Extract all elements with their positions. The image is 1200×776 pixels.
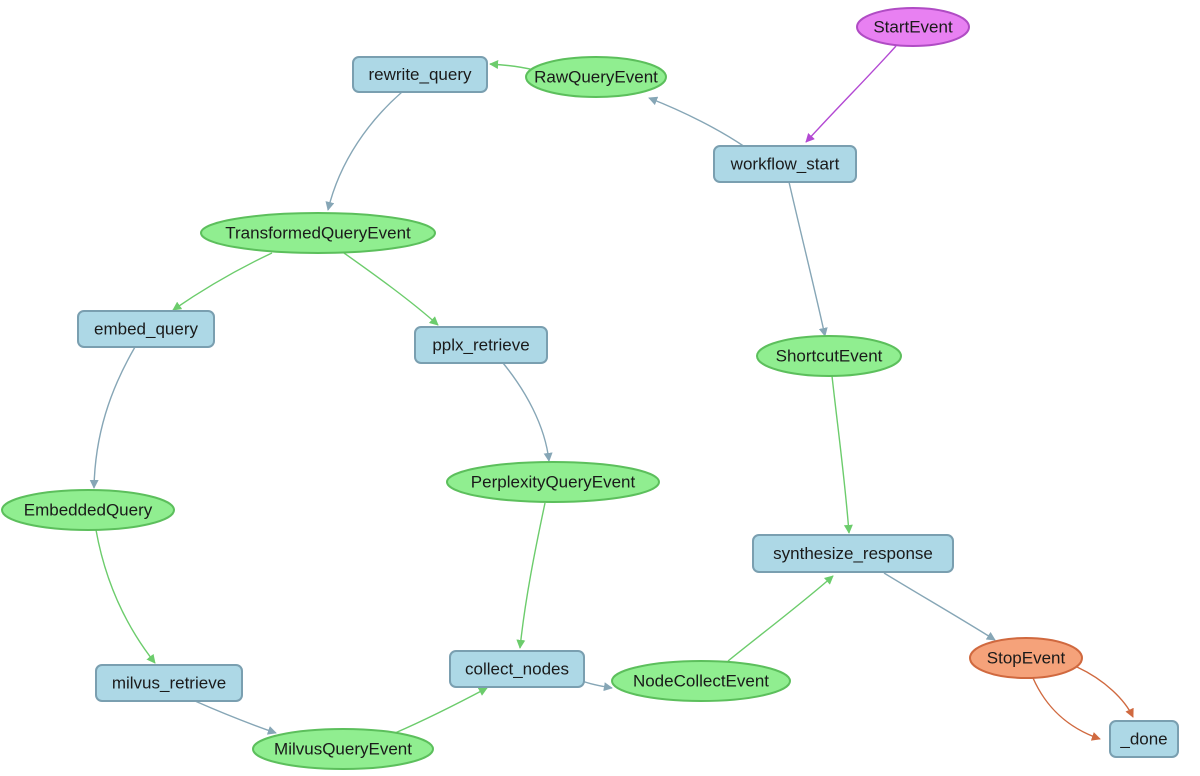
edge-synthesize-response-to-stopevent xyxy=(883,572,996,641)
node-embedded-query[interactable]: EmbeddedQuery xyxy=(1,489,175,531)
node-label: workflow_start xyxy=(730,155,840,174)
edge-stopevent-to-done-right xyxy=(1076,666,1134,718)
node-raw-query-event[interactable]: RawQueryEvent xyxy=(525,56,667,98)
node-label: NodeCollectEvent xyxy=(633,672,769,691)
edge-collect-nodes-to-nodecollectevent xyxy=(581,680,613,692)
node-pplx-retrieve[interactable]: pplx_retrieve xyxy=(414,326,548,364)
edge-workflow-start-to-rawqueryevent xyxy=(648,96,746,148)
edge-transformedqueryevent-to-embed-query xyxy=(172,252,273,311)
edges xyxy=(89,45,1134,741)
node-milvus-retrieve[interactable]: milvus_retrieve xyxy=(95,664,243,702)
node-label: MilvusQueryEvent xyxy=(274,740,412,759)
edge-embed-query-to-embeddedquery xyxy=(89,346,136,489)
node-rewrite-query[interactable]: rewrite_query xyxy=(352,56,488,93)
edge-perplexityqueryevent-to-collect-nodes xyxy=(516,502,546,649)
node-milvus-query-event[interactable]: MilvusQueryEvent xyxy=(252,728,434,770)
node-embed-query[interactable]: embed_query xyxy=(77,310,215,348)
node-label: milvus_retrieve xyxy=(112,674,226,693)
edge-stopevent-to-done-left xyxy=(1032,677,1101,741)
node-label: _done xyxy=(1119,730,1167,749)
edge-pplx-retrieve-to-perplexityqueryevent xyxy=(502,362,553,462)
nodes: StartEvent workflow_start RawQueryEvent … xyxy=(1,7,1179,770)
node-label: pplx_retrieve xyxy=(432,336,529,355)
node-label: ShortcutEvent xyxy=(776,347,883,366)
node-label: rewrite_query xyxy=(369,65,472,84)
edge-shortcutevent-to-synthesize-response xyxy=(831,375,853,534)
edge-milvus-retrieve-to-milvusqueryevent xyxy=(194,700,277,735)
node-collect-nodes[interactable]: collect_nodes xyxy=(449,650,585,688)
edge-startevent-to-workflow-start xyxy=(805,45,897,143)
node-done[interactable]: _done xyxy=(1109,720,1179,758)
edge-transformedqueryevent-to-pplx-retrieve xyxy=(343,252,439,326)
edge-milvusqueryevent-to-collect-nodes xyxy=(394,687,488,734)
node-label: RawQueryEvent xyxy=(534,68,658,87)
node-perplexity-query-event[interactable]: PerplexityQueryEvent xyxy=(446,461,660,503)
node-label: EmbeddedQuery xyxy=(24,501,153,520)
node-label: synthesize_response xyxy=(773,544,933,563)
node-label: collect_nodes xyxy=(465,660,569,679)
node-label: TransformedQueryEvent xyxy=(225,224,411,243)
edge-rewrite-query-to-transformedqueryevent xyxy=(325,91,403,211)
node-stop-event[interactable]: StopEvent xyxy=(969,637,1083,679)
node-label: StartEvent xyxy=(873,18,953,37)
node-label: PerplexityQueryEvent xyxy=(471,473,636,492)
node-synthesize-response[interactable]: synthesize_response xyxy=(752,534,954,573)
edge-rawqueryevent-to-rewrite-query xyxy=(489,59,535,71)
node-label: StopEvent xyxy=(987,649,1066,668)
edge-workflow-start-to-shortcutevent xyxy=(788,181,828,337)
node-transformed-query-event[interactable]: TransformedQueryEvent xyxy=(200,212,436,254)
edge-embeddedquery-to-milvus-retrieve xyxy=(95,529,156,664)
node-start-event[interactable]: StartEvent xyxy=(856,7,970,47)
node-workflow-start[interactable]: workflow_start xyxy=(713,145,857,183)
node-shortcut-event[interactable]: ShortcutEvent xyxy=(756,335,902,377)
node-node-collect-event[interactable]: NodeCollectEvent xyxy=(611,660,791,702)
edge-nodecollectevent-to-synthesize-response xyxy=(727,575,834,662)
node-label: embed_query xyxy=(94,320,198,339)
